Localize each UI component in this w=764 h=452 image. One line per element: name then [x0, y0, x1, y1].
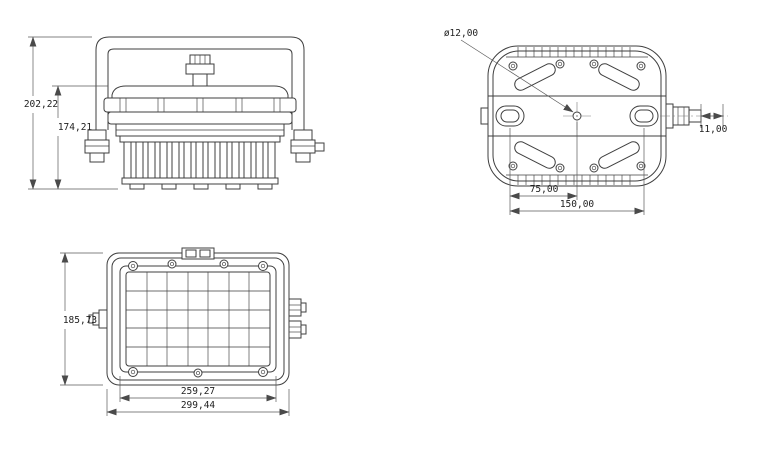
front-face-view [88, 247, 307, 386]
right-pivot-knuckle [290, 129, 325, 163]
dim-face-height: 185,73 [63, 315, 97, 326]
mounting-bracket [95, 36, 305, 130]
front-elevation-dimensions: 202,22 174,21 [24, 36, 118, 190]
front-elevation-view [84, 36, 325, 190]
dim-side-offset: 11,00 [699, 124, 728, 135]
face-top-tab [181, 247, 215, 260]
face-body [106, 252, 290, 386]
front-face-dimensions: 185,73 259,27 299,44 [60, 252, 290, 416]
dim-housing-height: 174,21 [58, 122, 93, 133]
dim-slot-to-center: 75,00 [530, 184, 559, 195]
rear-mounting-band [488, 63, 666, 169]
face-bolts [128, 259, 268, 378]
rear-view-dimensions: ø12,00 11,00 75,00 150,00 [444, 28, 728, 215]
top-cable-gland [185, 54, 215, 87]
face-guard-grid [126, 272, 270, 366]
dim-overall-height: 202,22 [24, 99, 58, 110]
dim-face-overall-width: 299,44 [181, 400, 216, 411]
lamp-housing [103, 85, 297, 137]
rear-bolts [508, 59, 646, 173]
dim-slot-spacing: 150,00 [560, 199, 595, 210]
dim-face-inner-width: 259,27 [181, 386, 215, 397]
face-left-gland [88, 309, 108, 329]
face-right-knuckles [288, 298, 307, 339]
dim-center-hole-diameter: ø12,00 [444, 28, 479, 39]
rear-mounting-slots [495, 105, 659, 127]
left-pivot-knuckle [84, 129, 110, 163]
rear-view [480, 45, 728, 187]
rear-fin-comb-bottom [506, 174, 648, 185]
heat-sink-fins [119, 135, 281, 190]
rear-side-connector [660, 103, 728, 129]
rear-fin-comb-top [506, 47, 648, 58]
